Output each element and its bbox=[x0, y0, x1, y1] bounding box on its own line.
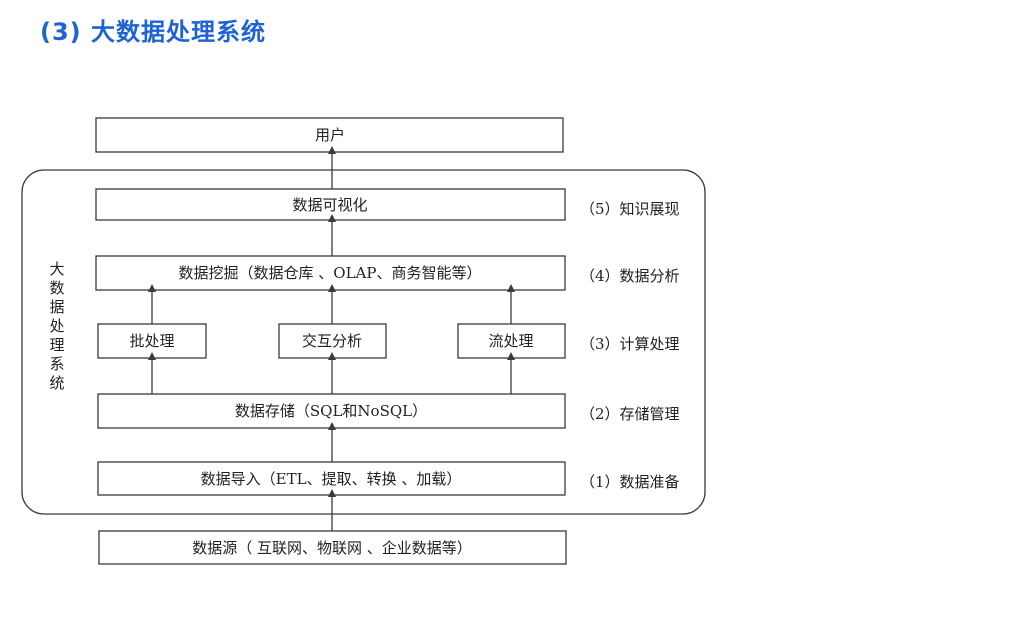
stage-2-label: （2）存储管理 bbox=[580, 405, 680, 423]
storage-label: 数据存储（SQL和NoSQL） bbox=[235, 402, 427, 420]
stage-1-label: （1）数据准备 bbox=[580, 473, 680, 491]
stream-label: 流处理 bbox=[488, 332, 533, 350]
page-heading: (3) 大数据处理系统 bbox=[40, 18, 266, 46]
system-label-char: 系 bbox=[49, 355, 64, 373]
source-label: 数据源（ 互联网、物联网 、企业数据等） bbox=[192, 539, 472, 557]
system-label-char: 理 bbox=[49, 336, 64, 354]
system-label: 大 数 据 处 理 系 统 bbox=[49, 260, 64, 392]
system-label-char: 处 bbox=[49, 317, 64, 335]
import-label: 数据导入（ETL、提取、转换 、加载） bbox=[201, 470, 462, 488]
mining-label: 数据挖掘（数据仓库 、OLAP、商务智能等） bbox=[179, 264, 482, 282]
user-label: 用户 bbox=[315, 126, 345, 144]
system-frame bbox=[21, 169, 706, 515]
system-label-char: 据 bbox=[49, 298, 64, 316]
batch-label: 批处理 bbox=[129, 332, 174, 350]
stage-5-label: （5）知识展现 bbox=[580, 200, 680, 218]
system-label-char: 统 bbox=[49, 374, 64, 392]
system-label-char: 数 bbox=[49, 279, 64, 297]
stage-3-label: （3）计算处理 bbox=[580, 335, 680, 353]
system-label-char: 大 bbox=[49, 260, 64, 278]
visualization-label: 数据可视化 bbox=[292, 196, 367, 214]
source-box bbox=[98, 530, 567, 565]
interactive-label: 交互分析 bbox=[302, 332, 362, 350]
stage-4-label: （4）数据分析 bbox=[580, 267, 680, 285]
